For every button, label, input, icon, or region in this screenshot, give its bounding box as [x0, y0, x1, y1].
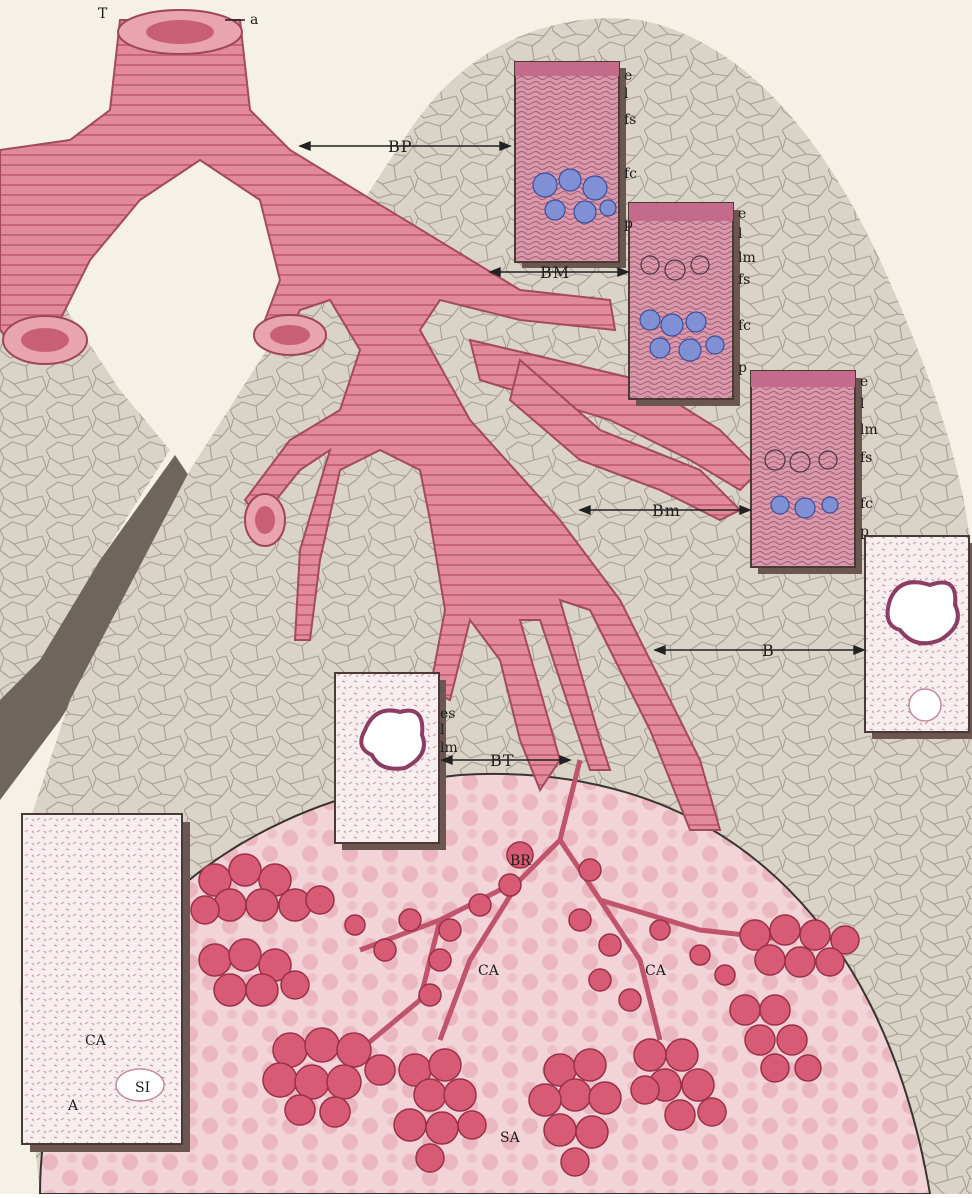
layer-label: e [738, 206, 746, 222]
histology-section-bm-small [751, 371, 862, 574]
histology-section-bt [335, 673, 446, 850]
histology-section-bp [515, 62, 626, 268]
label-tertiary-bronchus: Bm [652, 501, 681, 520]
layer-label: fs [624, 112, 636, 128]
label-trachea-a: a [250, 12, 258, 28]
label-terminal-bronchiole: BT [490, 751, 514, 770]
layer-label: l [860, 396, 865, 412]
layer-label: fc [860, 496, 873, 512]
layer-label: l [624, 86, 629, 102]
layer-label: lm [440, 740, 458, 756]
trachea-lumen [146, 20, 214, 44]
layer-label: p [860, 524, 869, 540]
label-alveolar-duct-right: CA [645, 963, 667, 979]
layer-label: fc [624, 166, 637, 182]
layer-label: p [738, 360, 747, 376]
label-trachea: T [98, 6, 108, 22]
label-primary-bronchus: BP [388, 137, 413, 156]
histology-section-alveolar [22, 814, 190, 1152]
layer-label: e [624, 68, 632, 84]
layer-label: lm [738, 250, 756, 266]
layer-label: l [738, 226, 743, 242]
layer-label: lm [860, 422, 878, 438]
label-alveolar-sac: SA [500, 1130, 521, 1146]
layer-label: p [624, 216, 633, 232]
label-respiratory-bronchiole: BR [510, 853, 531, 869]
label-inset-septum: SI [135, 1080, 150, 1096]
label-inset-alveolus: A [67, 1098, 79, 1114]
layer-label: fs [738, 272, 750, 288]
histology-section-b [865, 536, 972, 739]
histology-section-bm [629, 203, 740, 406]
label-inset-alveolar-duct: CA [85, 1033, 107, 1049]
label-bronchus: B [762, 641, 775, 660]
layer-label: l [440, 722, 445, 738]
layer-label: e [860, 374, 868, 390]
label-alveolar-duct-left: CA [478, 963, 500, 979]
layer-label: es [440, 706, 455, 722]
label-secondary-bronchus: BM [540, 263, 570, 282]
layer-label: fc [738, 318, 751, 334]
layer-label: fs [860, 450, 872, 466]
